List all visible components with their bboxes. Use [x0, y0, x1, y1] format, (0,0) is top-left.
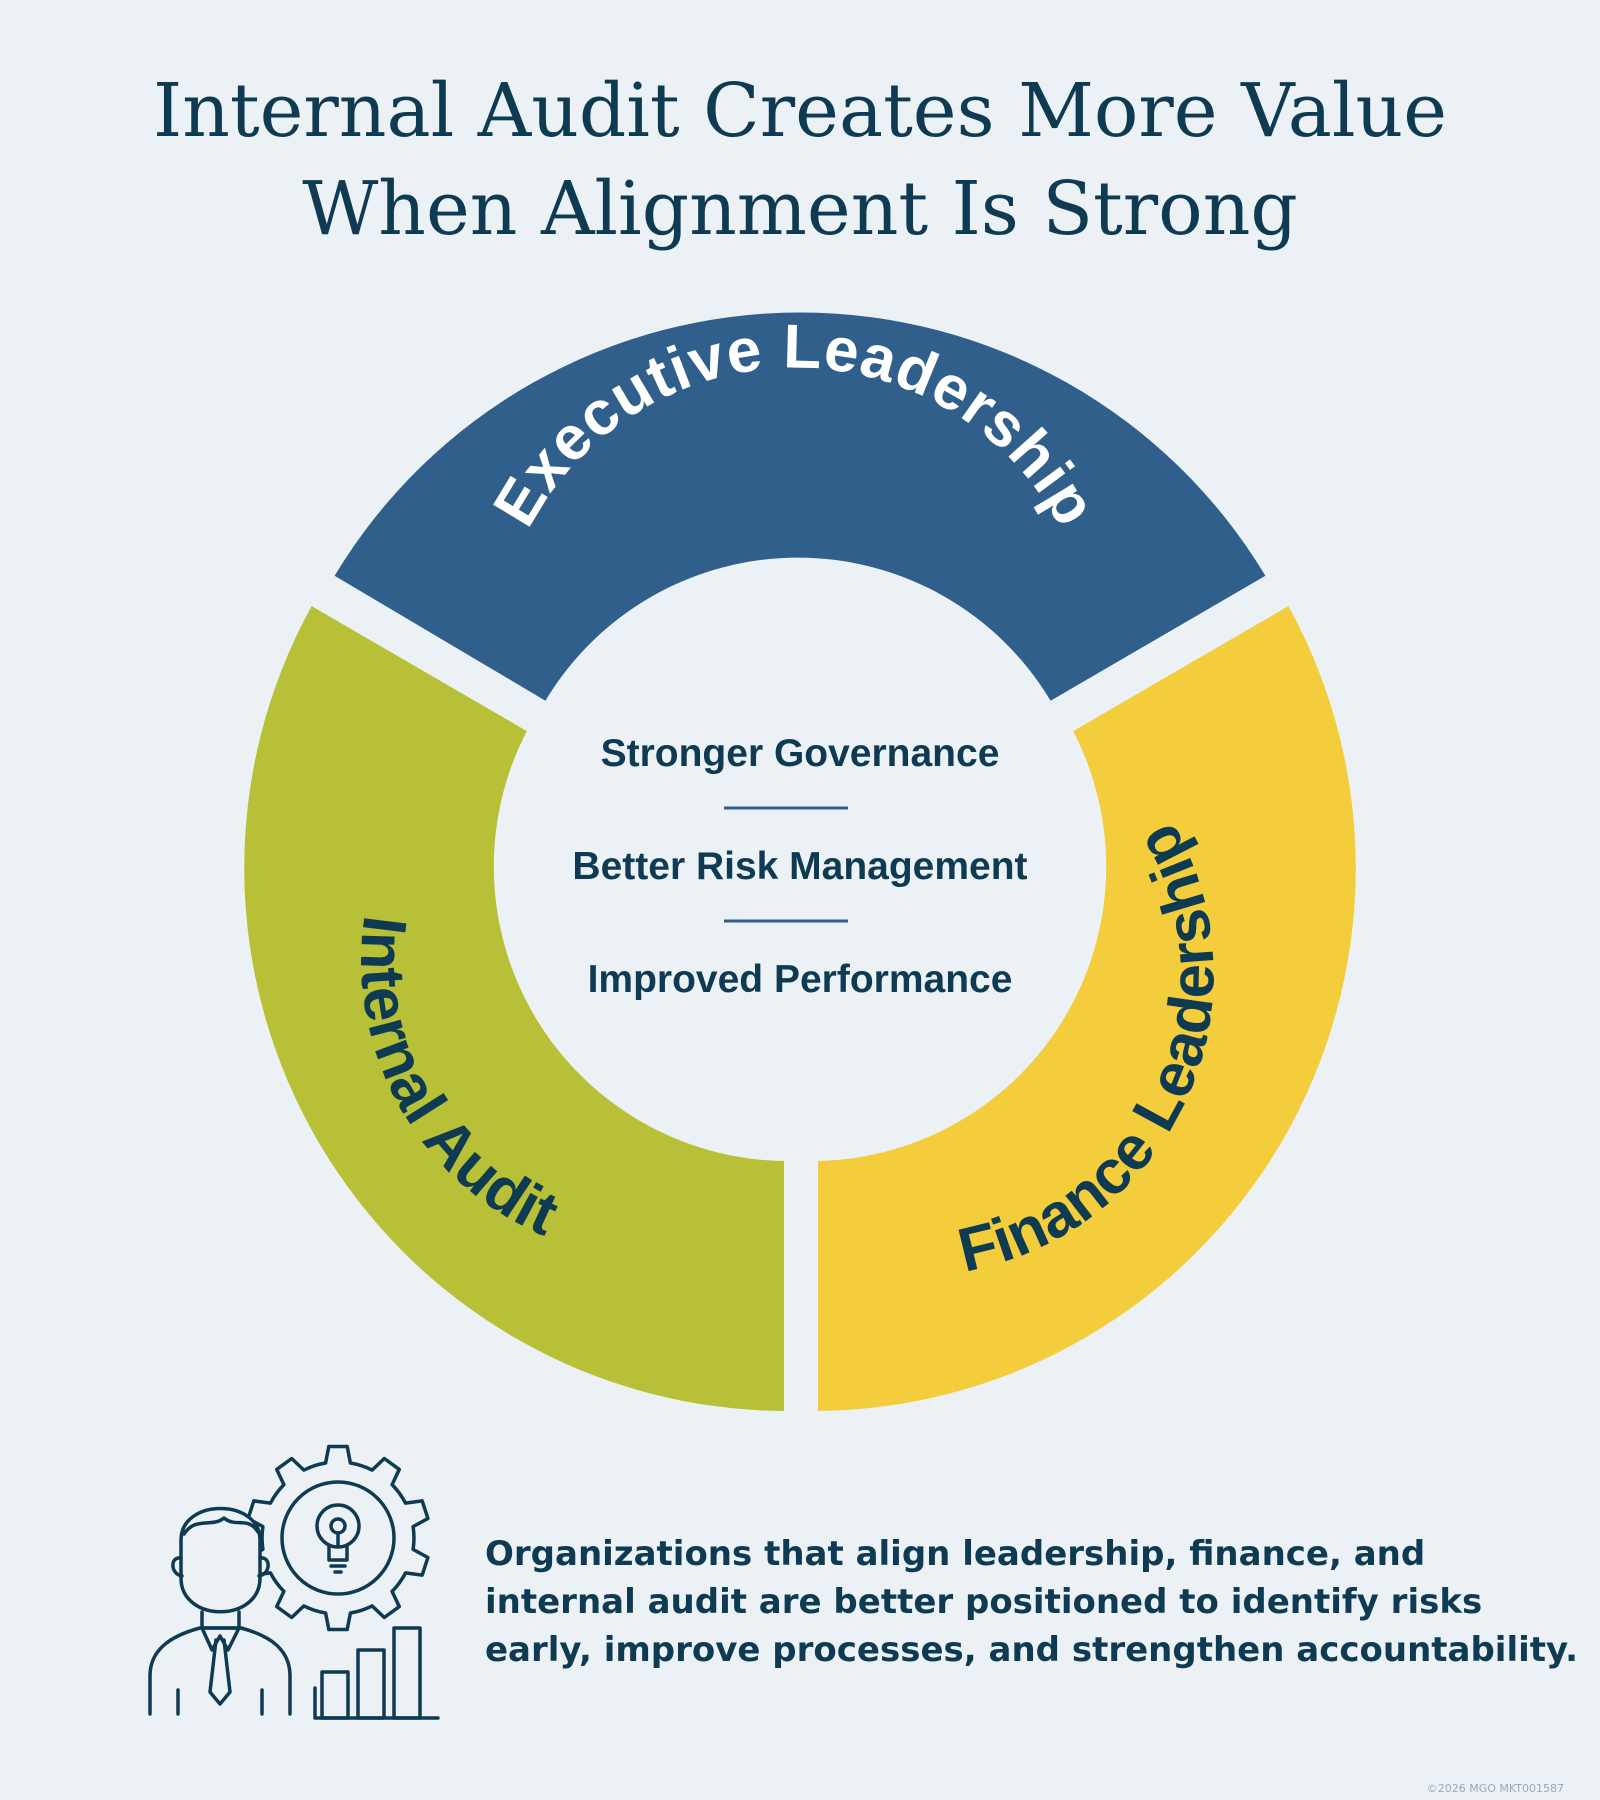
gear-icon	[246, 1444, 430, 1632]
center-item-performance: Improved Performance	[588, 958, 1013, 1001]
finance-leadership-segment	[818, 606, 1356, 1411]
gear-inner-ring	[280, 1480, 396, 1596]
copyright-notice: ©2026 MGO MKT001587	[1426, 1782, 1564, 1795]
footer-line: internal audit are better positioned to …	[485, 1582, 1483, 1622]
chart-bar-2-icon	[356, 1648, 386, 1720]
title-line-2: When Alignment Is Strong	[302, 166, 1298, 252]
footer-line: early, improve processes, and strengthen…	[485, 1630, 1578, 1670]
center-item-risk-management: Better Risk Management	[572, 845, 1027, 888]
chart-bar-1-icon	[320, 1670, 350, 1720]
center-item-governance: Stronger Governance	[601, 732, 1000, 775]
internal-audit-segment	[244, 606, 784, 1411]
chart-bar-3-icon	[392, 1626, 422, 1720]
page-title: Internal Audit Creates More Value When A…	[0, 62, 1600, 258]
footer-line: Organizations that align leadership, fin…	[485, 1534, 1426, 1574]
lightbulb-icon	[315, 1503, 361, 1574]
person-gear-lightbulb-chart-icon	[148, 1444, 440, 1720]
person-icon	[148, 1506, 292, 1716]
title-line-1: Internal Audit Creates More Value	[153, 68, 1447, 154]
executive-leadership-segment	[334, 312, 1266, 701]
footer-description: Organizations that align leadership, fin…	[485, 1530, 1578, 1674]
